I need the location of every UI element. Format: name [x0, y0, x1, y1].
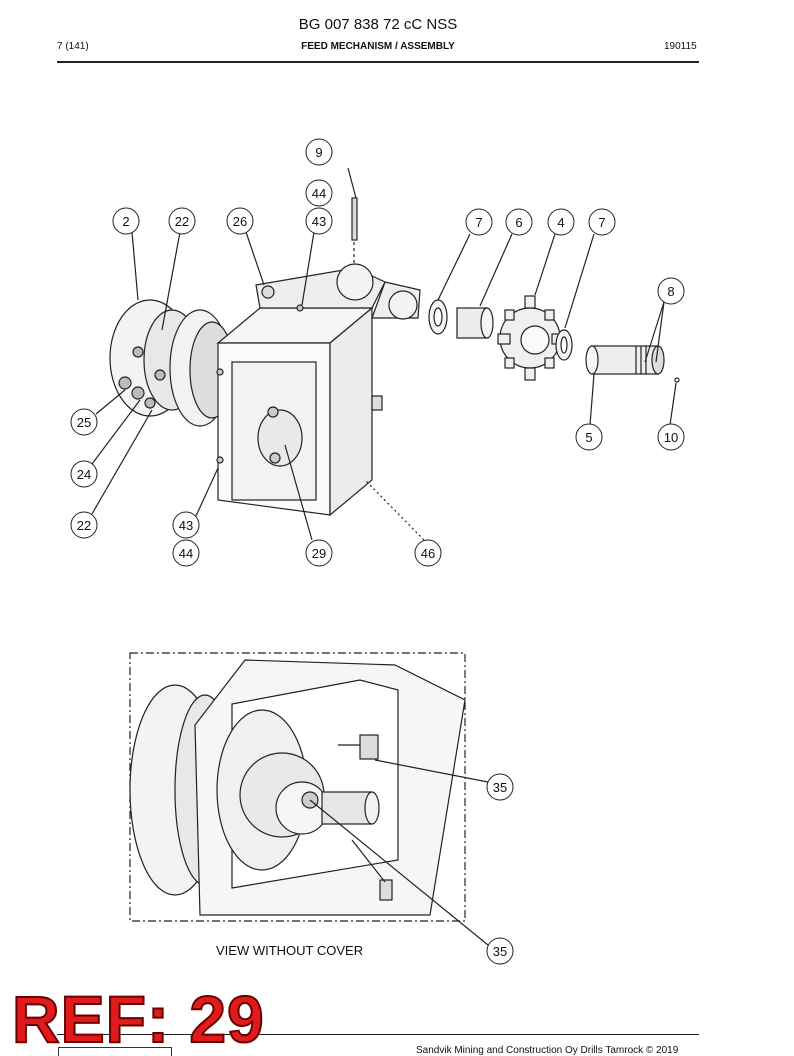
document-title: BG 007 838 72 cC NSS	[298, 16, 458, 33]
pin-part	[674, 377, 680, 383]
callout-8: 8	[667, 284, 674, 299]
callout-29: 29	[312, 546, 326, 561]
callout-7: 7	[598, 215, 605, 230]
callout-43: 43	[312, 214, 326, 229]
footer-rule	[57, 1034, 699, 1035]
cover-plate	[257, 409, 303, 467]
callout-5: 5	[585, 430, 592, 445]
callout-43: 43	[179, 518, 193, 533]
callout-24: 24	[77, 467, 91, 482]
document-code: 190115	[664, 41, 697, 52]
shaft-part	[591, 345, 659, 375]
callout-22: 22	[175, 214, 189, 229]
page-number: 7 (141)	[57, 41, 89, 52]
callout-44: 44	[179, 546, 193, 561]
copyright-note: Sandvik Mining and Construction Oy Drill…	[416, 1045, 679, 1056]
callout-22: 22	[77, 518, 91, 533]
callout-46: 46	[421, 546, 435, 561]
callout-6: 6	[515, 215, 522, 230]
callout-26: 26	[233, 214, 247, 229]
callout-7: 7	[475, 215, 482, 230]
callout-2: 2	[122, 214, 129, 229]
housing-side	[329, 306, 373, 517]
callout-44: 44	[312, 186, 326, 201]
callout-4: 4	[557, 215, 564, 230]
callout-35: 35	[493, 944, 507, 959]
callout-35: 35	[493, 780, 507, 795]
company-logo	[58, 1047, 172, 1056]
detail-view-caption: VIEW WITHOUT COVER	[216, 943, 364, 958]
callout-9: 9	[315, 145, 322, 160]
pin-part	[351, 197, 358, 241]
header-rule	[57, 61, 699, 63]
callout-25: 25	[77, 415, 91, 430]
callout-10: 10	[664, 430, 678, 445]
reference-stamp: REF: 29	[11, 982, 265, 1056]
section-title: FEED MECHANISM / ASSEMBLY	[301, 41, 455, 52]
